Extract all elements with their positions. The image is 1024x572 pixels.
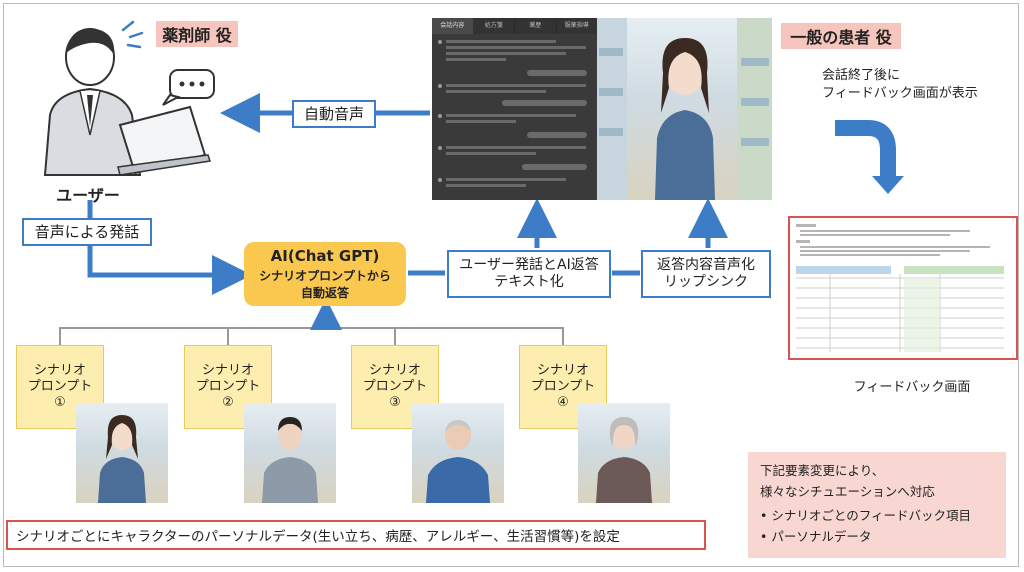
character-1-photo xyxy=(76,403,168,503)
feedback-caption: 会話終了後に フィードバック画面が表示 xyxy=(822,67,1012,103)
elements-note-item-1: • シナリオごとのフィードバック項目 xyxy=(760,507,971,523)
ai-title: AI(Chat GPT) xyxy=(270,247,380,265)
young-woman-avatar-icon xyxy=(98,415,146,503)
scenario-2-line2: プロンプト xyxy=(195,378,261,394)
scenario-1-line1: シナリオ xyxy=(33,362,86,378)
scenario-2-line1: シナリオ xyxy=(201,362,254,378)
patient-avatar-view xyxy=(597,18,772,200)
transcription-line2: テキスト化 xyxy=(494,274,564,290)
auto-voice-box: 自動音声 xyxy=(292,100,376,128)
ai-line2: 自動返答 xyxy=(300,286,349,300)
scenario-1-line2: プロンプト xyxy=(27,378,93,394)
elements-note-title1: 下記要素変更により、 xyxy=(760,463,885,478)
feedback-caption-line2: フィードバック画面が表示 xyxy=(822,86,978,102)
pharmacist-role-tag: 薬剤師 役 xyxy=(156,21,238,47)
chat-app-screenshot: 会話内容 処方箋 薬歴 服薬指導 xyxy=(432,18,772,200)
transcription-line1: ユーザー発話とAI返答 xyxy=(459,256,599,273)
transcription-box: ユーザー発話とAI返答 テキスト化 xyxy=(447,250,611,298)
scenario-4-line1: シナリオ xyxy=(536,362,589,378)
scenario-3-line2: プロンプト xyxy=(362,378,428,394)
elderly-man-avatar-icon xyxy=(426,420,490,503)
scenario-4-line2: プロンプト xyxy=(530,378,596,394)
patient-role-tag: 一般の患者 役 xyxy=(781,23,901,49)
lipsync-box: 返答内容音声化 リップシンク xyxy=(641,250,771,298)
feedback-document-icon xyxy=(796,224,1004,352)
scenario-2-num: ② xyxy=(222,395,234,411)
scenario-3-line1: シナリオ xyxy=(368,362,421,378)
character-2-photo xyxy=(244,403,336,503)
chat-tab-bar: 会話内容 処方箋 薬歴 服薬指導 xyxy=(432,18,597,34)
feedback-caption-line1: 会話終了後に xyxy=(822,68,901,83)
tab-conversation[interactable]: 会話内容 xyxy=(432,18,474,34)
user-illustration xyxy=(20,15,220,185)
lipsync-line2: リップシンク xyxy=(664,274,748,290)
user-at-laptop-icon xyxy=(43,20,215,176)
character-4-photo xyxy=(578,403,670,503)
ai-chatgpt-box: AI(Chat GPT) シナリオプロンプトから 自動返答 xyxy=(244,242,406,306)
character-3-photo xyxy=(412,403,504,503)
scenario-1-num: ① xyxy=(54,395,66,411)
lipsync-line1: 返答内容音声化 xyxy=(657,256,755,273)
tab-medication-history[interactable]: 薬歴 xyxy=(515,18,557,34)
scenario-3-num: ③ xyxy=(389,395,401,411)
feedback-screen-label: フィードバック画面 xyxy=(853,380,971,395)
feedback-curve-arrow xyxy=(835,120,896,178)
elements-note-title2: 様々なシチュエーションへ対応 xyxy=(760,484,935,500)
young-man-avatar-icon xyxy=(262,417,318,503)
elements-note-item-2-text: パーソナルデータ xyxy=(771,528,872,544)
tab-prescription[interactable]: 処方箋 xyxy=(473,18,515,34)
diagram-frame xyxy=(3,3,1019,567)
situation-elements-note: 下記要素変更により、 様々なシチュエーションへ対応 • シナリオごとのフィードバ… xyxy=(748,452,1006,558)
chat-transcript xyxy=(438,40,587,187)
scenario-4-num: ④ xyxy=(557,395,569,411)
elements-note-item-2: • パーソナルデータ xyxy=(760,528,872,544)
tab-guidance[interactable]: 服薬指導 xyxy=(556,18,597,34)
ai-line1: シナリオプロンプトから xyxy=(259,269,391,283)
feedback-screen-thumbnail xyxy=(788,216,1018,360)
elements-note-item-1-text: シナリオごとのフィードバック項目 xyxy=(771,507,971,523)
elderly-woman-avatar-icon xyxy=(596,417,652,503)
patient-avatar-icon xyxy=(597,18,772,200)
user-label: ユーザー xyxy=(56,186,120,205)
persona-data-note: シナリオごとにキャラクターのパーソナルデータ(生い立ち、病歴、アレルギー、生活習… xyxy=(6,520,706,550)
speech-input-box: 音声による発話 xyxy=(22,218,152,246)
scenario-tree xyxy=(59,327,564,345)
